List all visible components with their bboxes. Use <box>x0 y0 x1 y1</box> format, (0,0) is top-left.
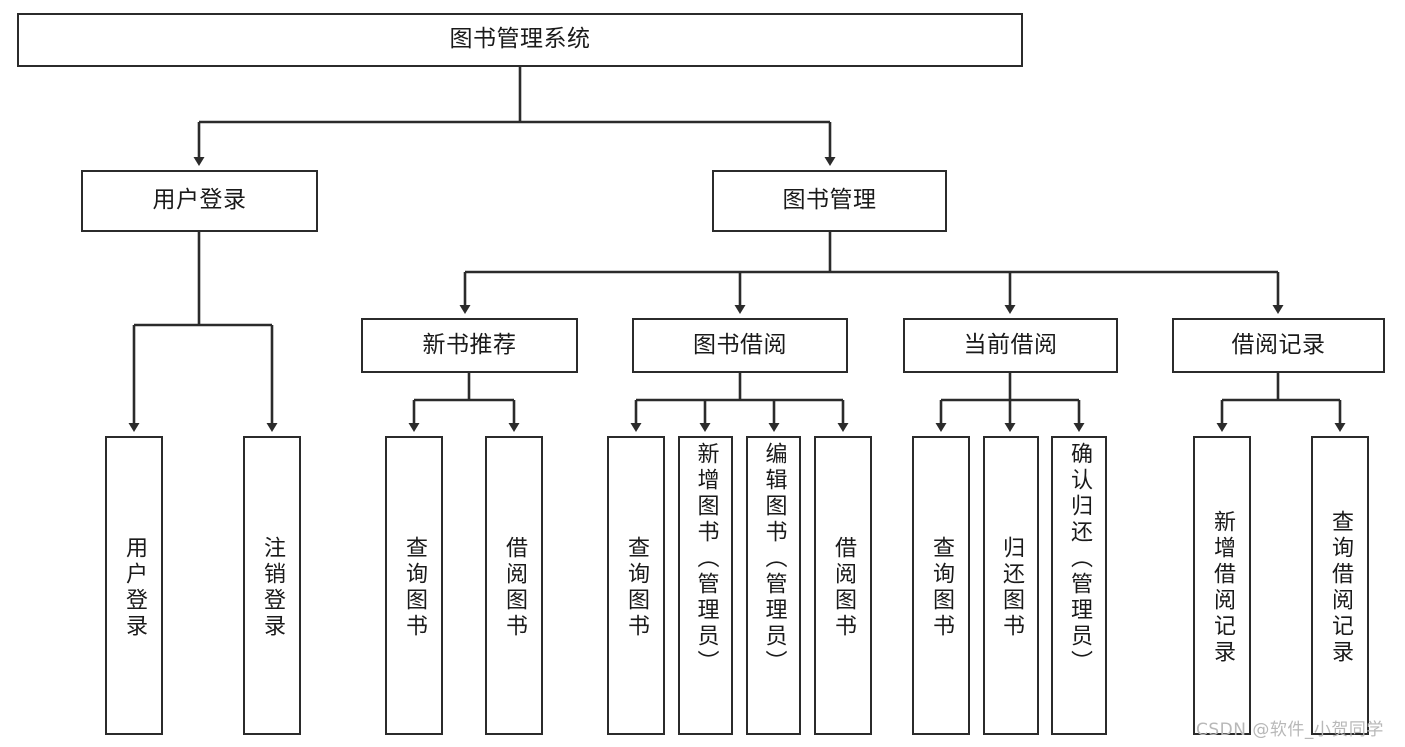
node-label: 查询借阅记录 <box>1328 509 1353 666</box>
node-label: 借阅图书 <box>502 535 527 640</box>
node-label: 新增借阅记录 <box>1210 509 1235 666</box>
node-label: 图书借阅 <box>693 331 787 358</box>
leaf-new-book-borrow[interactable]: 借阅图书 <box>485 436 543 735</box>
node-label: 查询图书 <box>402 535 427 640</box>
leaf-borrow-edit-book-admin[interactable]: 编辑图书（管理员） <box>746 436 801 735</box>
node-label: 确认归还（管理员） <box>1067 442 1092 676</box>
node-borrow-record[interactable]: 借阅记录 <box>1172 318 1385 373</box>
leaf-user-login-login[interactable]: 用户登录 <box>105 436 163 735</box>
node-label: 查询图书 <box>929 535 954 640</box>
node-label: 图书管理系统 <box>449 26 591 53</box>
node-book-management[interactable]: 图书管理 <box>712 170 947 232</box>
node-root-book-management-system[interactable]: 图书管理系统 <box>17 13 1023 67</box>
node-new-book-recommend[interactable]: 新书推荐 <box>361 318 578 373</box>
leaf-record-add-record[interactable]: 新增借阅记录 <box>1193 436 1251 735</box>
node-label: 查询图书 <box>624 535 649 640</box>
node-label: 归还图书 <box>999 535 1024 640</box>
leaf-borrow-add-book-admin[interactable]: 新增图书（管理员） <box>678 436 733 735</box>
node-label: 借阅记录 <box>1231 331 1326 358</box>
leaf-borrow-borrow-book[interactable]: 借阅图书 <box>814 436 872 735</box>
node-user-login[interactable]: 用户登录 <box>81 170 318 232</box>
node-label: 借阅图书 <box>831 535 856 640</box>
leaf-record-query-record[interactable]: 查询借阅记录 <box>1311 436 1369 735</box>
leaf-borrow-query-book[interactable]: 查询图书 <box>607 436 665 735</box>
csdn-watermark: CSDN @软件_小贺同学 <box>1196 720 1384 740</box>
node-label: 新增图书（管理员） <box>693 442 719 676</box>
node-label: 用户登录 <box>122 535 147 640</box>
node-book-borrow[interactable]: 图书借阅 <box>632 318 848 373</box>
node-label: 编辑图书（管理员） <box>761 442 787 676</box>
node-label: 注销登录 <box>260 535 285 640</box>
leaf-user-login-logout[interactable]: 注销登录 <box>243 436 301 735</box>
node-label: 图书管理 <box>782 187 877 214</box>
leaf-current-query-book[interactable]: 查询图书 <box>912 436 970 735</box>
node-label: 新书推荐 <box>422 331 517 358</box>
leaf-current-confirm-return-admin[interactable]: 确认归还（管理员） <box>1051 436 1107 735</box>
node-current-borrow[interactable]: 当前借阅 <box>903 318 1118 373</box>
node-label: 当前借阅 <box>963 331 1058 358</box>
leaf-new-book-query[interactable]: 查询图书 <box>385 436 443 735</box>
leaf-current-return-book[interactable]: 归还图书 <box>983 436 1039 735</box>
node-label: 用户登录 <box>152 187 247 214</box>
